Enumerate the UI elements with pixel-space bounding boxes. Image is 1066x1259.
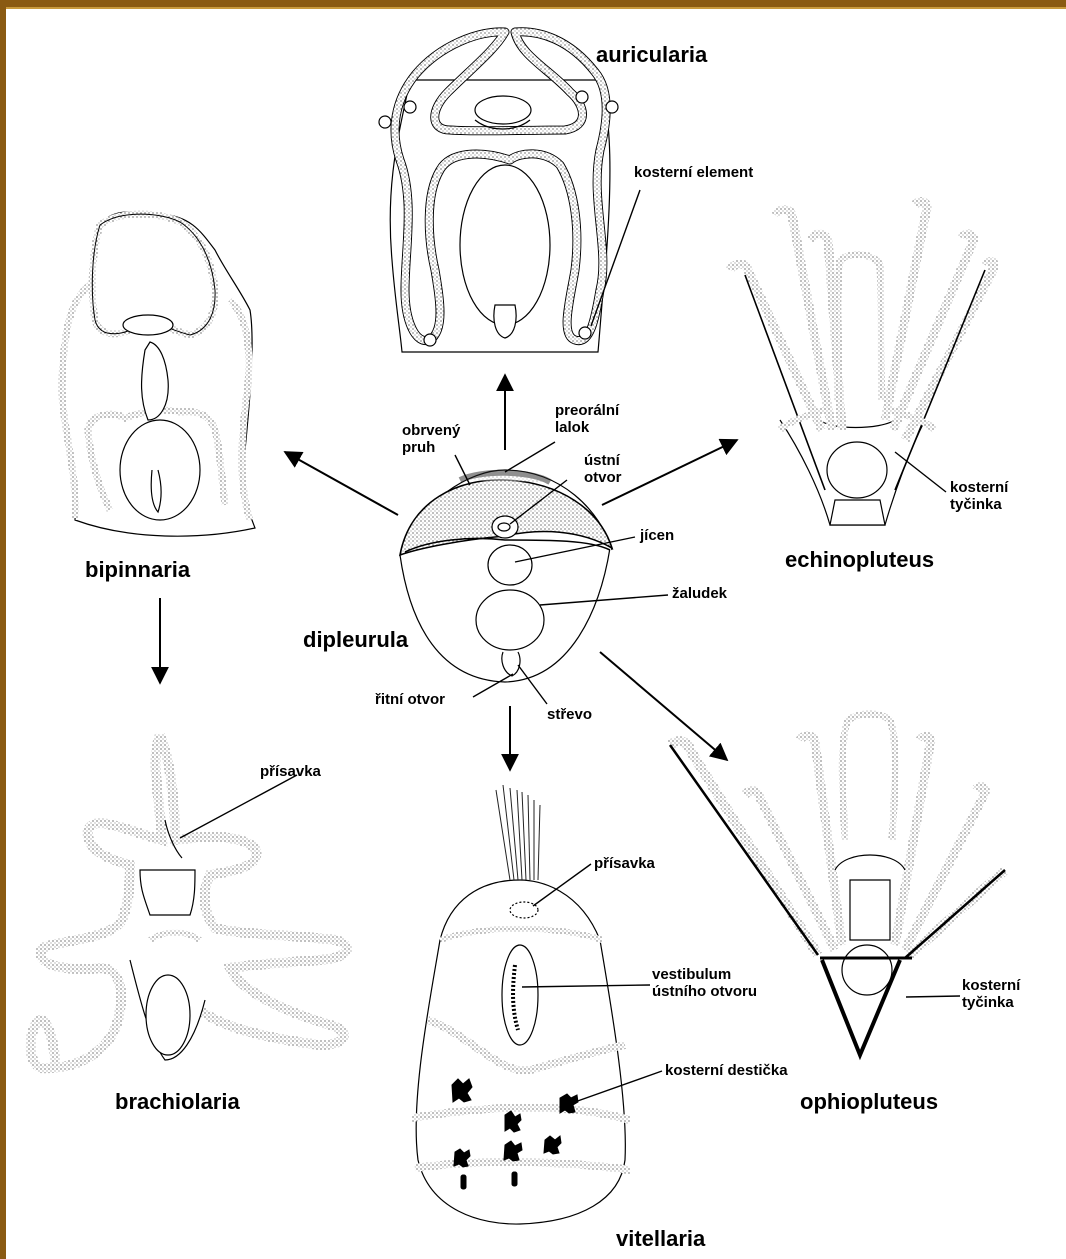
label-obrveny-pruh-line1: obrvený xyxy=(402,422,460,439)
arrow-to-echinopluteus xyxy=(602,440,737,505)
dipleurula-figure xyxy=(400,470,612,682)
label-ustni-otvor-line2: otvor xyxy=(584,469,622,486)
label-ophiopluteus: ophiopluteus xyxy=(800,1089,938,1114)
label-vitellaria: vitellaria xyxy=(616,1226,705,1251)
label-preoralni-lalok: preorální lalok xyxy=(555,402,619,437)
echinopluteus-figure xyxy=(730,201,994,525)
label-dipleurula: dipleurula xyxy=(303,627,408,652)
label-zaludek: žaludek xyxy=(672,585,727,602)
label-kosterni-desticka: kosterní destička xyxy=(665,1062,788,1079)
label-echinopluteus: echinopluteus xyxy=(785,547,934,572)
label-prisavka-vitellaria: přísavka xyxy=(594,855,655,872)
auricularia-figure xyxy=(379,32,618,352)
label-vestibulum-line1: vestibulum xyxy=(652,966,757,983)
arrow-to-ophiopluteus xyxy=(600,652,727,760)
label-brachiolaria: brachiolaria xyxy=(115,1089,240,1114)
label-ustni-otvor: ústní otvor xyxy=(584,452,622,487)
label-bipinnaria: bipinnaria xyxy=(85,557,190,582)
vitellaria-figure xyxy=(412,785,630,1224)
brachiolaria-figure xyxy=(31,735,347,1068)
label-kosterni-element: kosterní element xyxy=(634,164,753,181)
label-vestibulum: vestibulum ústního otvoru xyxy=(652,966,757,1001)
label-kosterni-tycinka-echino-line1: kosterní xyxy=(950,479,1008,496)
label-kosterni-tycinka-echinopluteus: kosterní tyčinka xyxy=(950,479,1008,514)
label-prisavka-brachiolaria: přísavka xyxy=(260,763,321,780)
arrow-to-bipinnaria xyxy=(285,452,398,515)
label-kosterni-tycinka-ophio-line1: kosterní xyxy=(962,977,1020,994)
label-preoralni-lalok-line2: lalok xyxy=(555,419,619,436)
label-obrveny-pruh: obrvený pruh xyxy=(402,422,460,457)
label-auricularia: auricularia xyxy=(596,42,707,67)
label-kosterni-tycinka-ophiopluteus: kosterní tyčinka xyxy=(962,977,1020,1012)
label-ritni-otvor: řitní otvor xyxy=(375,691,445,708)
label-preoralni-lalok-line1: preorální xyxy=(555,402,619,419)
label-ustni-otvor-line1: ústní xyxy=(584,452,622,469)
label-jicen: jícen xyxy=(640,527,674,544)
label-kosterni-tycinka-ophio-line2: tyčinka xyxy=(962,994,1020,1011)
bipinnaria-figure xyxy=(62,212,255,536)
label-strevo: střevo xyxy=(547,706,592,723)
label-vestibulum-line2: ústního otvoru xyxy=(652,983,757,1000)
label-kosterni-tycinka-echino-line2: tyčinka xyxy=(950,496,1008,513)
ophiopluteus-figure xyxy=(670,714,1005,1055)
label-obrveny-pruh-line2: pruh xyxy=(402,439,460,456)
